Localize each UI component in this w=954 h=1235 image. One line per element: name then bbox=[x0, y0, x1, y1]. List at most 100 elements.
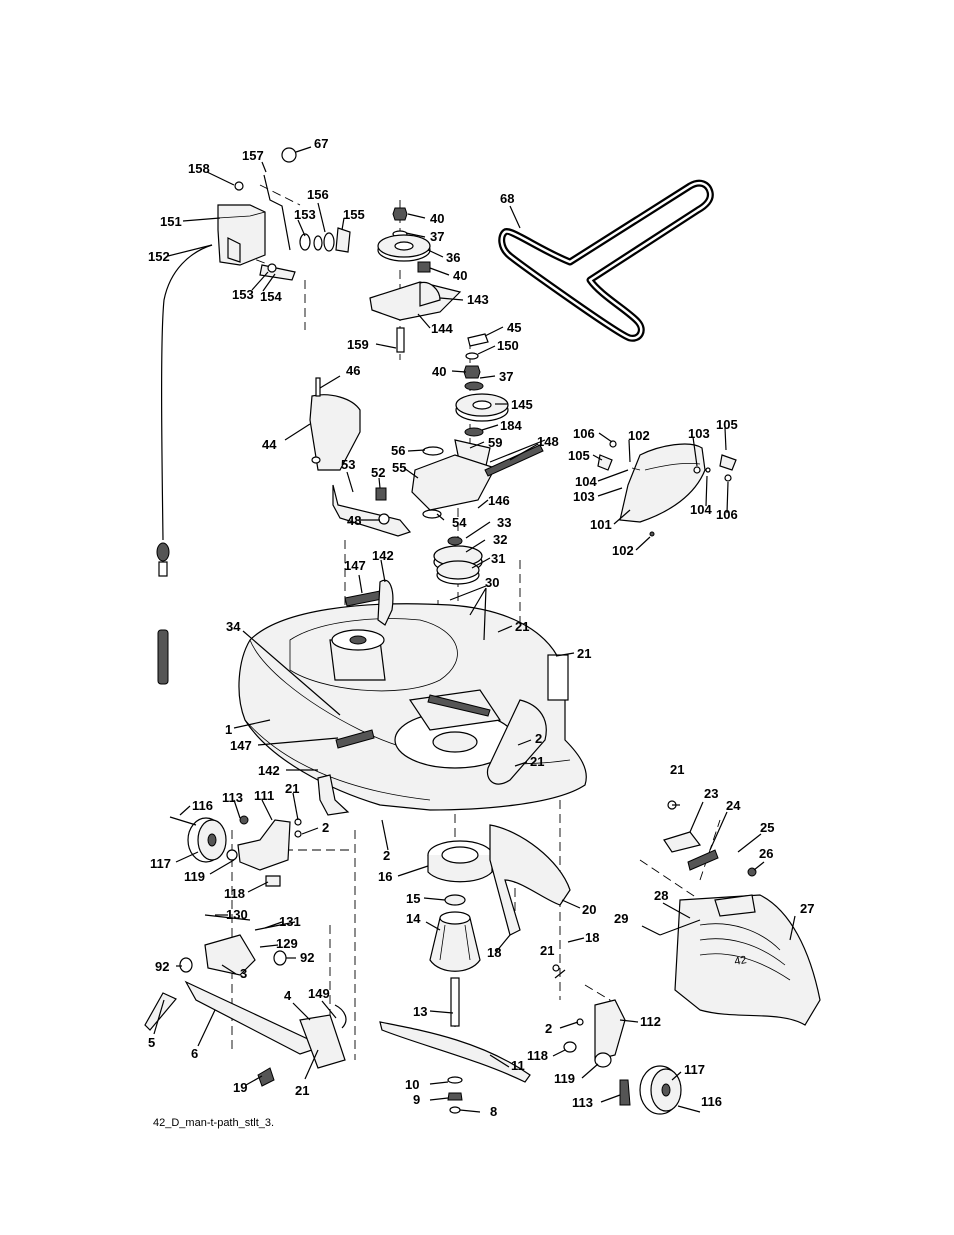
left-wheel-group bbox=[169, 815, 302, 887]
callout-52: 52 bbox=[371, 465, 385, 480]
callout-labels: 67 157 158 156 151 153 155 152 153 154 4… bbox=[148, 136, 814, 1119]
callout-45: 45 bbox=[507, 320, 521, 335]
callout-20: 20 bbox=[582, 902, 596, 917]
callout-142-upper: 142 bbox=[372, 548, 394, 563]
callout-152: 152 bbox=[148, 249, 170, 264]
callout-13: 13 bbox=[413, 1004, 427, 1019]
arm-142-lower bbox=[317, 774, 350, 816]
callout-2-right: 2 bbox=[545, 1021, 552, 1036]
deflector-20 bbox=[489, 824, 571, 936]
callout-105-left: 105 bbox=[568, 448, 590, 463]
callout-156: 156 bbox=[307, 187, 329, 202]
callout-151: 151 bbox=[160, 214, 182, 229]
handle-rod bbox=[263, 174, 291, 251]
callout-113-right: 113 bbox=[572, 1095, 593, 1110]
callout-54: 54 bbox=[452, 515, 467, 530]
callout-23: 23 bbox=[704, 786, 718, 801]
arm-142-upper bbox=[377, 579, 394, 626]
callout-40-top: 40 bbox=[430, 211, 444, 226]
lift-handle-assembly bbox=[217, 147, 351, 281]
callout-101: 101 bbox=[590, 517, 612, 532]
callout-19: 19 bbox=[233, 1080, 247, 1095]
callout-118-left: 118 bbox=[224, 886, 245, 901]
callout-117-left: 117 bbox=[150, 856, 171, 871]
callout-103-upper: 103 bbox=[688, 426, 710, 441]
callout-144: 144 bbox=[431, 321, 453, 336]
callout-67: 67 bbox=[314, 136, 328, 151]
deflector-27-group: 42 bbox=[659, 800, 821, 1026]
callout-153-upper: 153 bbox=[294, 207, 316, 222]
blade bbox=[379, 1021, 531, 1083]
cable-spring bbox=[157, 629, 169, 685]
callout-53: 53 bbox=[341, 457, 355, 472]
callout-104-left: 104 bbox=[575, 474, 597, 489]
callout-145: 145 bbox=[511, 397, 533, 412]
callout-48: 48 bbox=[347, 513, 361, 528]
callout-131: 131 bbox=[279, 914, 301, 929]
callout-11: 11 bbox=[511, 1058, 525, 1073]
callout-29: 29 bbox=[614, 911, 628, 926]
callout-116-left: 116 bbox=[192, 798, 213, 813]
lift-cable bbox=[156, 244, 213, 685]
callout-143: 143 bbox=[467, 292, 489, 307]
callout-37-top: 37 bbox=[430, 229, 444, 244]
callout-2-left: 2 bbox=[322, 820, 329, 835]
idler-pulley-stack bbox=[369, 207, 462, 353]
lift-link-6 bbox=[184, 980, 313, 1055]
callout-4: 4 bbox=[284, 988, 292, 1003]
callout-10: 10 bbox=[405, 1077, 419, 1092]
mower-deck bbox=[238, 603, 587, 811]
diagram-caption: 42_D_man-t-path_stlt_3. bbox=[153, 1117, 274, 1129]
callout-18-left: 18 bbox=[487, 945, 501, 960]
callout-15: 15 bbox=[406, 891, 420, 906]
callout-103-lower: 103 bbox=[573, 489, 595, 504]
callout-106-lower: 106 bbox=[716, 507, 738, 522]
callout-36: 36 bbox=[446, 250, 460, 265]
belt-cover-101 bbox=[597, 440, 737, 537]
callout-26: 26 bbox=[759, 846, 773, 861]
callout-40-low: 40 bbox=[432, 364, 446, 379]
callout-148: 148 bbox=[537, 434, 559, 449]
callout-2-center: 2 bbox=[383, 848, 390, 863]
callout-154: 154 bbox=[260, 289, 282, 304]
idler-bracket bbox=[369, 281, 462, 321]
height-adjust-linkage bbox=[144, 914, 347, 1087]
callout-1: 1 bbox=[225, 722, 232, 737]
callout-119-right: 119 bbox=[554, 1071, 575, 1086]
callout-8: 8 bbox=[490, 1104, 497, 1119]
callout-147-lower: 147 bbox=[230, 738, 252, 753]
callout-111: 111 bbox=[254, 788, 274, 803]
callout-112: 112 bbox=[640, 1014, 661, 1029]
callout-117-right: 117 bbox=[684, 1062, 705, 1077]
center-pulley-stack bbox=[411, 333, 546, 585]
callout-59: 59 bbox=[488, 435, 502, 450]
callout-157: 157 bbox=[242, 148, 264, 163]
callout-55: 55 bbox=[392, 460, 406, 475]
callout-184: 184 bbox=[500, 418, 522, 433]
callout-102-lower: 102 bbox=[612, 543, 634, 558]
callout-119-left: 119 bbox=[184, 869, 205, 884]
callout-142-lower: 142 bbox=[258, 763, 280, 778]
callout-149: 149 bbox=[308, 986, 330, 1001]
callout-18-right: 18 bbox=[585, 930, 599, 945]
callout-25: 25 bbox=[760, 820, 774, 835]
callout-113-left: 113 bbox=[222, 790, 243, 805]
right-wheel-group bbox=[552, 964, 701, 1115]
callout-27: 27 bbox=[800, 901, 814, 916]
callout-130: 130 bbox=[226, 907, 248, 922]
callout-21-a: 21 bbox=[515, 619, 529, 634]
idler-arm-plate bbox=[411, 454, 496, 511]
callout-147-upper: 147 bbox=[344, 558, 366, 573]
spindle-blade-assembly bbox=[379, 840, 531, 1114]
callout-16: 16 bbox=[378, 869, 392, 884]
idler-arm-53 bbox=[332, 484, 412, 537]
callout-9: 9 bbox=[413, 1092, 420, 1107]
callout-118-right: 118 bbox=[527, 1048, 548, 1063]
callout-21-c: 21 bbox=[530, 754, 544, 769]
callout-3: 3 bbox=[240, 966, 247, 981]
drive-belt bbox=[498, 179, 714, 342]
callout-158: 158 bbox=[188, 161, 210, 176]
callout-159: 159 bbox=[347, 337, 369, 352]
callout-21-g: 21 bbox=[295, 1083, 309, 1098]
